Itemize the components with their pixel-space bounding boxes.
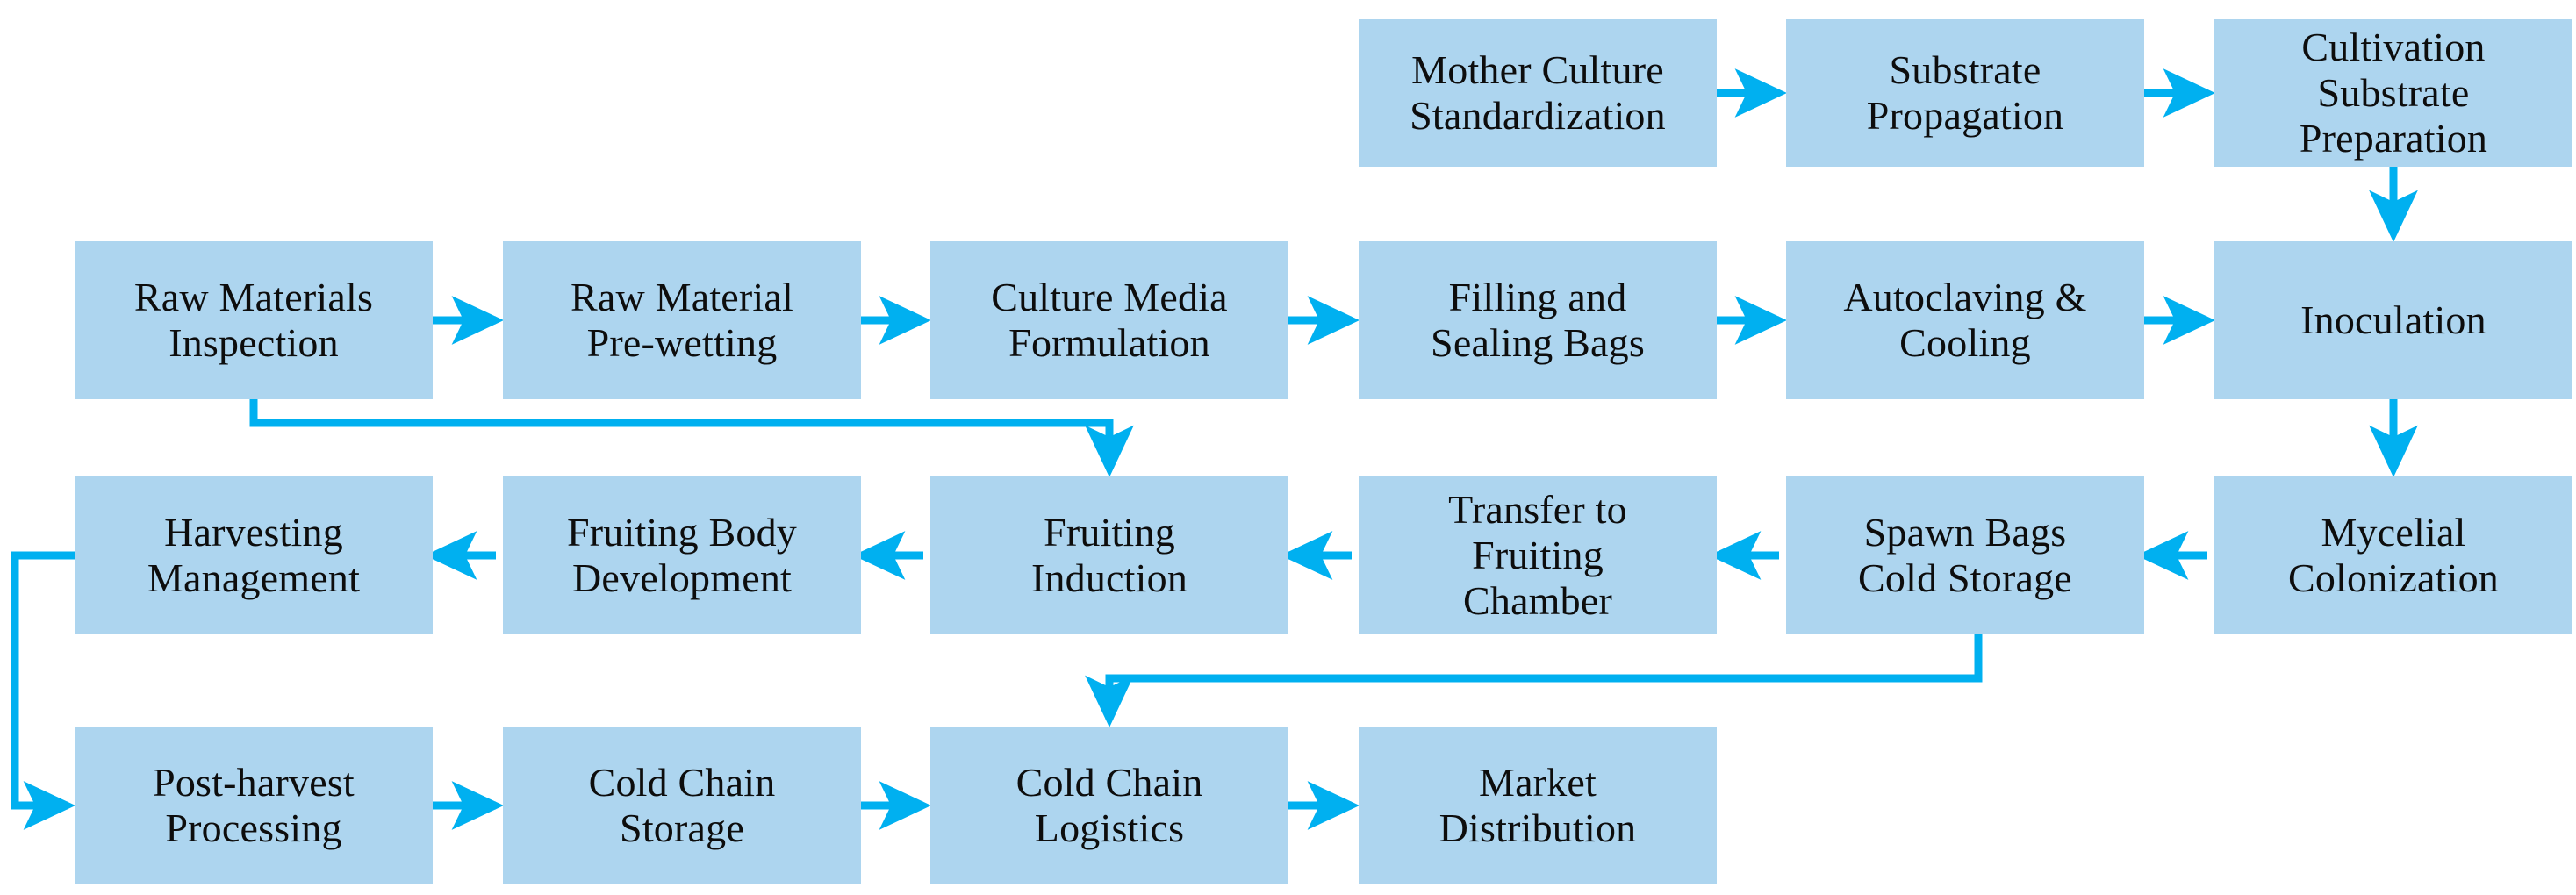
node-label: Harvesting Management [147,510,361,600]
node-label: Raw Materials Inspection [133,275,374,365]
node-label: Cold Chain Logistics [1015,760,1203,850]
node-label: Fruiting Induction [1030,510,1188,600]
node-label: Inoculation [2300,297,2486,343]
node-cold-chain-storage[interactable]: Cold Chain Storage [503,727,861,884]
node-fruiting-induction[interactable]: Fruiting Induction [930,476,1288,634]
node-label: Spawn Bags Cold Storage [1858,510,2072,600]
node-label: Filling and Sealing Bags [1431,275,1645,365]
edge-spawnbags-to-coldchain-logistics [1085,634,1983,728]
node-harvesting-management[interactable]: Harvesting Management [75,476,433,634]
node-label: Fruiting Body Development [566,510,798,600]
node-label: Cultivation Substrate Preparation [2299,25,2488,161]
edge-rawmat-to-fruiting-induction [249,399,1134,478]
node-label: Post-harvest Processing [153,760,355,850]
node-spawn-bags-cold-storage[interactable]: Spawn Bags Cold Storage [1786,476,2144,634]
edge-harvesting-to-postharvest [11,551,76,830]
node-raw-materials-inspection[interactable]: Raw Materials Inspection [75,241,433,399]
node-cold-chain-logistics[interactable]: Cold Chain Logistics [930,727,1288,884]
node-fruiting-body-development[interactable]: Fruiting Body Development [503,476,861,634]
node-post-harvest-processing[interactable]: Post-harvest Processing [75,727,433,884]
node-label: Mother Culture Standardization [1410,47,1666,138]
node-autoclaving-and-cooling[interactable]: Autoclaving & Cooling [1786,241,2144,399]
node-label: Mycelial Colonization [2287,510,2500,600]
node-culture-media-formulation[interactable]: Culture Media Formulation [930,241,1288,399]
node-label: Raw Material Pre-wetting [570,275,794,365]
node-filling-and-sealing-bags[interactable]: Filling and Sealing Bags [1359,241,1717,399]
node-raw-material-pre-wetting[interactable]: Raw Material Pre-wetting [503,241,861,399]
node-label: Culture Media Formulation [991,275,1228,365]
node-mother-culture-standardization[interactable]: Mother Culture Standardization [1359,19,1717,167]
node-label: Autoclaving & Cooling [1843,275,2087,365]
node-label: Cold Chain Storage [588,760,776,850]
node-substrate-propagation[interactable]: Substrate Propagation [1786,19,2144,167]
node-cultivation-substrate-preparation[interactable]: Cultivation Substrate Preparation [2214,19,2572,167]
node-label: Substrate Propagation [1866,47,2064,138]
node-label: Transfer to Fruiting Chamber [1448,487,1627,623]
node-transfer-to-fruiting-chamber[interactable]: Transfer to Fruiting Chamber [1359,476,1717,634]
node-market-distribution[interactable]: Market Distribution [1359,727,1717,884]
node-inoculation[interactable]: Inoculation [2214,241,2572,399]
node-label: Market Distribution [1439,760,1637,850]
node-mycelial-colonization[interactable]: Mycelial Colonization [2214,476,2572,634]
